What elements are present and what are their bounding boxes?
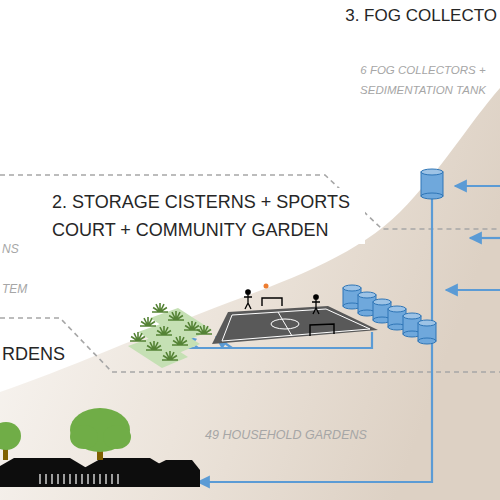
trees <box>0 408 131 460</box>
zone-dashed-lines <box>0 175 500 372</box>
illustration-part <box>87 474 88 484</box>
illustration-part <box>45 474 46 484</box>
illustration-part <box>358 292 376 298</box>
illustration-part <box>0 484 200 487</box>
illustration-part <box>196 325 212 334</box>
illustration-part <box>271 319 299 329</box>
illustration-part <box>310 324 334 336</box>
illustration-part <box>150 460 200 484</box>
illustration-part <box>470 237 500 239</box>
illustration-part <box>212 306 378 344</box>
players <box>244 290 320 314</box>
section-heading: 3. FOG COLLECTO <box>345 6 497 26</box>
fragment-note: NS <box>2 242 19 256</box>
illustration-part <box>172 336 188 345</box>
illustration-part <box>69 474 70 484</box>
illustration-part <box>244 294 252 309</box>
illustration-part <box>455 185 500 187</box>
illustration-part <box>162 351 178 360</box>
illustration-part <box>421 172 443 196</box>
illustration-part <box>421 169 443 175</box>
detail-note: 6 FOG COLLECTORS + SEDIMENTATION TANK <box>349 60 497 100</box>
illustration-part <box>146 341 162 350</box>
illustration-part <box>105 474 106 484</box>
illustration-part <box>140 317 156 326</box>
illustration-part <box>93 474 94 484</box>
illustration-part <box>246 290 250 294</box>
illustration-part <box>222 309 370 341</box>
illustration-part <box>388 306 406 312</box>
illustration-part <box>446 289 500 291</box>
illustration-part <box>51 474 52 484</box>
detail-note: 49 HOUSEHOLD GARDENS <box>205 428 367 443</box>
houses <box>0 458 200 487</box>
illustration-part <box>262 298 334 336</box>
illustration-part <box>403 313 421 319</box>
illustration-part <box>373 299 391 305</box>
illustration-part <box>99 474 100 484</box>
illustration-part <box>343 285 361 291</box>
illustration-part <box>184 321 200 330</box>
illustration-part <box>312 299 320 314</box>
illustration-part <box>152 303 168 312</box>
illustration-part <box>314 295 318 299</box>
illustration-part <box>421 193 443 199</box>
illustration-part <box>0 422 21 450</box>
illustration-part <box>418 320 436 326</box>
storage-cisterns <box>343 285 436 344</box>
fog-tank <box>421 169 443 199</box>
illustration-part <box>418 338 436 344</box>
illustration-part <box>70 425 98 449</box>
illustration-part <box>130 332 146 341</box>
illustration-part <box>39 474 40 484</box>
fragment-heading: RDENS <box>2 344 65 366</box>
illustration-part <box>111 474 112 484</box>
illustration-part <box>168 311 184 320</box>
illustration-part <box>40 474 118 484</box>
illustration-part <box>57 474 58 484</box>
illustration-part <box>278 312 292 336</box>
sports-court <box>212 284 378 345</box>
illustration-part <box>0 458 90 484</box>
fragment-note: TEM <box>2 282 27 296</box>
illustration-part <box>103 425 131 449</box>
illustration-part <box>63 474 64 484</box>
illustration-part <box>75 474 76 484</box>
illustration-part <box>222 309 370 341</box>
illustration-part <box>156 326 172 335</box>
illustration-part <box>117 474 118 484</box>
community-garden <box>128 303 212 368</box>
ball <box>264 284 269 289</box>
section-heading: 2. STORAGE CISTERNS + SPORTS COURT + COM… <box>50 188 365 244</box>
illustration-part <box>70 408 130 452</box>
illustration-part <box>81 474 82 484</box>
illustration-part <box>262 298 282 306</box>
hill <box>0 88 500 500</box>
